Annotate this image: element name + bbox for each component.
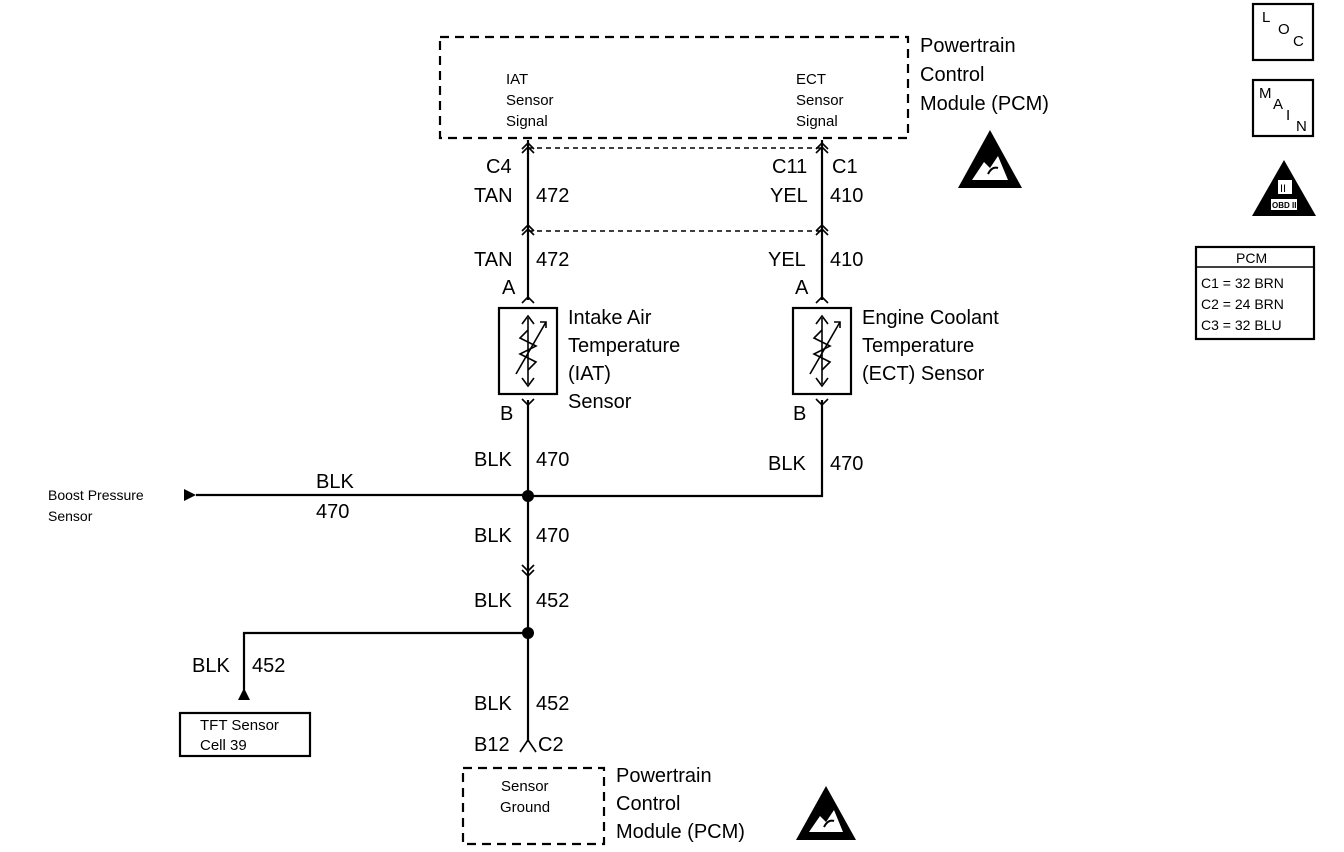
ect-ground-circuit-number: 470	[830, 453, 863, 475]
pcm-bottom-sensor-ground-line2: Ground	[500, 799, 550, 816]
pcm-legend-row-c2: C2 = 24 BRN	[1201, 296, 1284, 312]
iat-pin-b-label: B	[500, 403, 513, 425]
tft-branch: BLK 452 TFT Sensor Cell 39	[178, 631, 528, 758]
esd-warning-icon	[958, 130, 1022, 188]
pcm-legend-row-c1: C1 = 32 BRN	[1201, 275, 1284, 291]
iat-lower-wire-color: TAN	[474, 249, 513, 271]
boost-circuit-number: 470	[316, 501, 349, 523]
boost-branch: Boost Pressure Sensor BLK 470	[48, 471, 534, 524]
trunk-mid-circuit-number: 452	[536, 590, 569, 612]
ect-pin-a-label: A	[795, 277, 809, 299]
pcm-top-iat-signal-line2: Sensor	[506, 92, 554, 109]
svg-text:M: M	[1259, 85, 1272, 102]
ect-ground-wire-color: BLK	[768, 453, 806, 475]
iat-upper-circuit-number: 472	[536, 185, 569, 207]
iat-thermistor-symbol	[497, 306, 559, 396]
ect-thermistor-symbol	[791, 306, 853, 396]
iat-circuit: C4 TAN 472 TAN 472 A B Intake Air Temper…	[474, 140, 680, 496]
pcm-connector-legend: PCM C1 = 32 BRN C2 = 24 BRN C3 = 32 BLU	[1194, 245, 1316, 341]
iat-pcm-pin-label: C4	[486, 156, 512, 178]
boost-sensor-label-line2: Sensor	[48, 508, 93, 524]
trunk-pcm-pin-label: B12	[474, 734, 510, 756]
pcm-bottom-module: Sensor Ground Powertrain Control Module …	[461, 765, 856, 846]
trunk-connector-label: C2	[538, 734, 564, 756]
iat-ground-wire-color: BLK	[474, 449, 512, 471]
ect-sensor-label-line3: (ECT) Sensor	[862, 363, 985, 385]
svg-text:I: I	[1286, 107, 1290, 124]
iat-lower-circuit-number: 472	[536, 249, 569, 271]
pcm-top-module: IAT Sensor Signal ECT Sensor Signal Powe…	[438, 35, 1049, 188]
trunk-mid-wire-color: BLK	[474, 590, 512, 612]
ect-upper-circuit-number: 410	[830, 185, 863, 207]
iat-pin-a-label: A	[502, 277, 516, 299]
ect-lower-circuit-number: 410	[830, 249, 863, 271]
pcm-bottom-sensor-ground-line1: Sensor	[501, 778, 549, 795]
ect-circuit: C11 C1 YEL 410 YEL 410 A B Engine Coolan…	[528, 140, 999, 498]
ect-sensor-label-line2: Temperature	[862, 335, 974, 357]
tft-label-line2: Cell 39	[200, 737, 247, 754]
ect-upper-wire-color: YEL	[770, 185, 808, 207]
pcm-top-iat-signal-line3: Signal	[506, 113, 548, 130]
pcm-top-ect-signal-line2: Sensor	[796, 92, 844, 109]
boost-sensor-label-line1: Boost Pressure	[48, 487, 144, 503]
svg-text:OBD II: OBD II	[1272, 201, 1296, 210]
pcm-top-title-line3: Module (PCM)	[920, 93, 1049, 115]
pcm-bottom-title-line1: Powertrain	[616, 765, 712, 787]
esd-warning-icon-bottom	[796, 786, 856, 840]
tft-sensor-box	[178, 711, 312, 758]
pcm-top-title-line2: Control	[920, 64, 984, 86]
pcm-bottom-title-line3: Module (PCM)	[616, 821, 745, 843]
ground-trunk: BLK 470 BLK 452 BLK 452 B12 C2	[474, 496, 569, 756]
main-icon: M A I N	[1251, 78, 1315, 138]
trunk-lower-circuit-number: 452	[536, 693, 569, 715]
boost-arrow-icon	[184, 489, 196, 501]
ect-connector-label: C1	[832, 156, 858, 178]
pcm-top-ect-signal-line3: Signal	[796, 113, 838, 130]
ect-pin-b-label: B	[793, 403, 806, 425]
trunk-upper-wire-color: BLK	[474, 525, 512, 547]
trunk-lower-wire-color: BLK	[474, 693, 512, 715]
iat-ground-circuit-number: 470	[536, 449, 569, 471]
tft-wire-color: BLK	[192, 655, 230, 677]
trunk-upper-circuit-number: 470	[536, 525, 569, 547]
loc-icon: L O C	[1251, 2, 1315, 62]
pcm-bottom-title-line2: Control	[616, 793, 680, 815]
iat-upper-wire-color: TAN	[474, 185, 513, 207]
svg-text:L: L	[1262, 9, 1270, 26]
pcm-top-title-line1: Powertrain	[920, 35, 1016, 57]
legend: L O C M A I N II OBD II PCM C1 = 32 BRN …	[1194, 2, 1316, 341]
ect-pcm-pin-label: C11	[772, 156, 807, 178]
tft-arrow-icon	[238, 688, 250, 700]
obd-ii-icon: II OBD II	[1252, 160, 1316, 216]
connector-c1-dashed-enclosure	[528, 147, 822, 232]
svg-text:II: II	[1280, 183, 1286, 195]
svg-text:O: O	[1278, 21, 1290, 38]
iat-sensor-label-line3: (IAT)	[568, 363, 611, 385]
svg-text:A: A	[1273, 96, 1283, 113]
pcm-top-iat-signal-line1: IAT	[506, 71, 528, 88]
boost-wire-color: BLK	[316, 471, 354, 493]
iat-sensor-label-line2: Temperature	[568, 335, 680, 357]
pcm-legend-row-c3: C3 = 32 BLU	[1201, 317, 1282, 333]
iat-sensor-label-line1: Intake Air	[568, 307, 652, 329]
ect-lower-wire-color: YEL	[768, 249, 806, 271]
svg-text:C: C	[1293, 33, 1304, 50]
pcm-bottom-dashed-box	[461, 766, 606, 846]
tft-label-line1: TFT Sensor	[200, 717, 279, 734]
tft-circuit-number: 452	[252, 655, 285, 677]
pcm-top-dashed-box	[438, 35, 910, 140]
pcm-top-ect-signal-line1: ECT	[796, 71, 826, 88]
pcm-legend-title: PCM	[1236, 250, 1267, 266]
iat-sensor-label-line4: Sensor	[568, 391, 632, 413]
ect-sensor-label-line1: Engine Coolant	[862, 307, 999, 329]
svg-text:N: N	[1296, 118, 1307, 135]
